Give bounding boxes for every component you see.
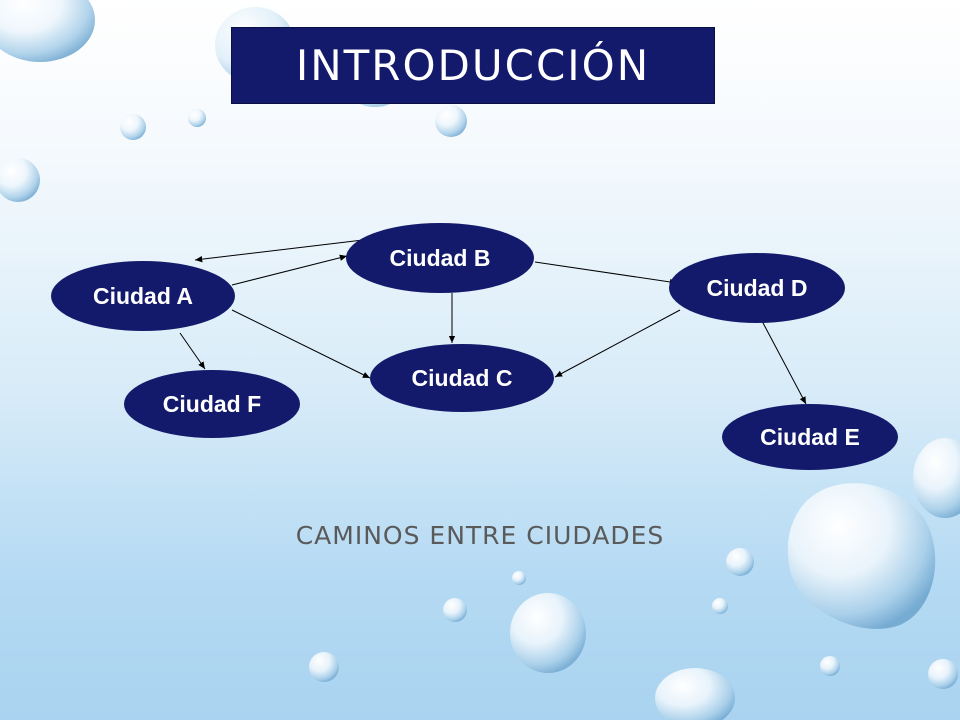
node-ellipse — [669, 253, 845, 323]
node-ciudad-c: Ciudad C — [370, 344, 554, 412]
node-label: Ciudad F — [163, 391, 261, 417]
slide-subtitle: CAMINOS ENTRE CIUDADES — [295, 521, 665, 550]
node-ellipse — [51, 261, 235, 331]
slide-title: INTRODUCCIÓN — [295, 41, 651, 90]
node-label: Ciudad A — [93, 283, 193, 309]
node-ciudad-a: Ciudad A — [51, 261, 235, 331]
node-ciudad-d: Ciudad D — [669, 253, 845, 323]
node-layer: Ciudad A Ciudad B Ciudad C Ciudad D Ciudad E… — [51, 223, 898, 470]
node-ellipse — [346, 223, 534, 293]
node-label: Ciudad B — [390, 245, 491, 271]
edge-b-d — [534, 261, 678, 286]
edge-a-b — [231, 254, 348, 286]
node-label: Ciudad E — [760, 424, 860, 450]
edge-a-f — [179, 332, 206, 370]
edge-d-e — [761, 320, 807, 405]
node-label: Ciudad D — [707, 275, 808, 301]
node-ciudad-b: Ciudad B — [346, 223, 534, 293]
node-label: Ciudad C — [412, 365, 513, 391]
node-ellipse — [124, 370, 300, 438]
node-ciudad-e: Ciudad E — [722, 404, 898, 470]
edge-b-a — [194, 239, 364, 263]
node-ellipse — [722, 404, 898, 470]
node-ciudad-f: Ciudad F — [124, 370, 300, 438]
title-box: INTRODUCCIÓN — [231, 27, 715, 104]
node-ellipse — [370, 344, 554, 412]
edge-layer — [179, 239, 807, 405]
edge-a-c — [231, 309, 371, 379]
edge-d-c — [554, 309, 681, 378]
